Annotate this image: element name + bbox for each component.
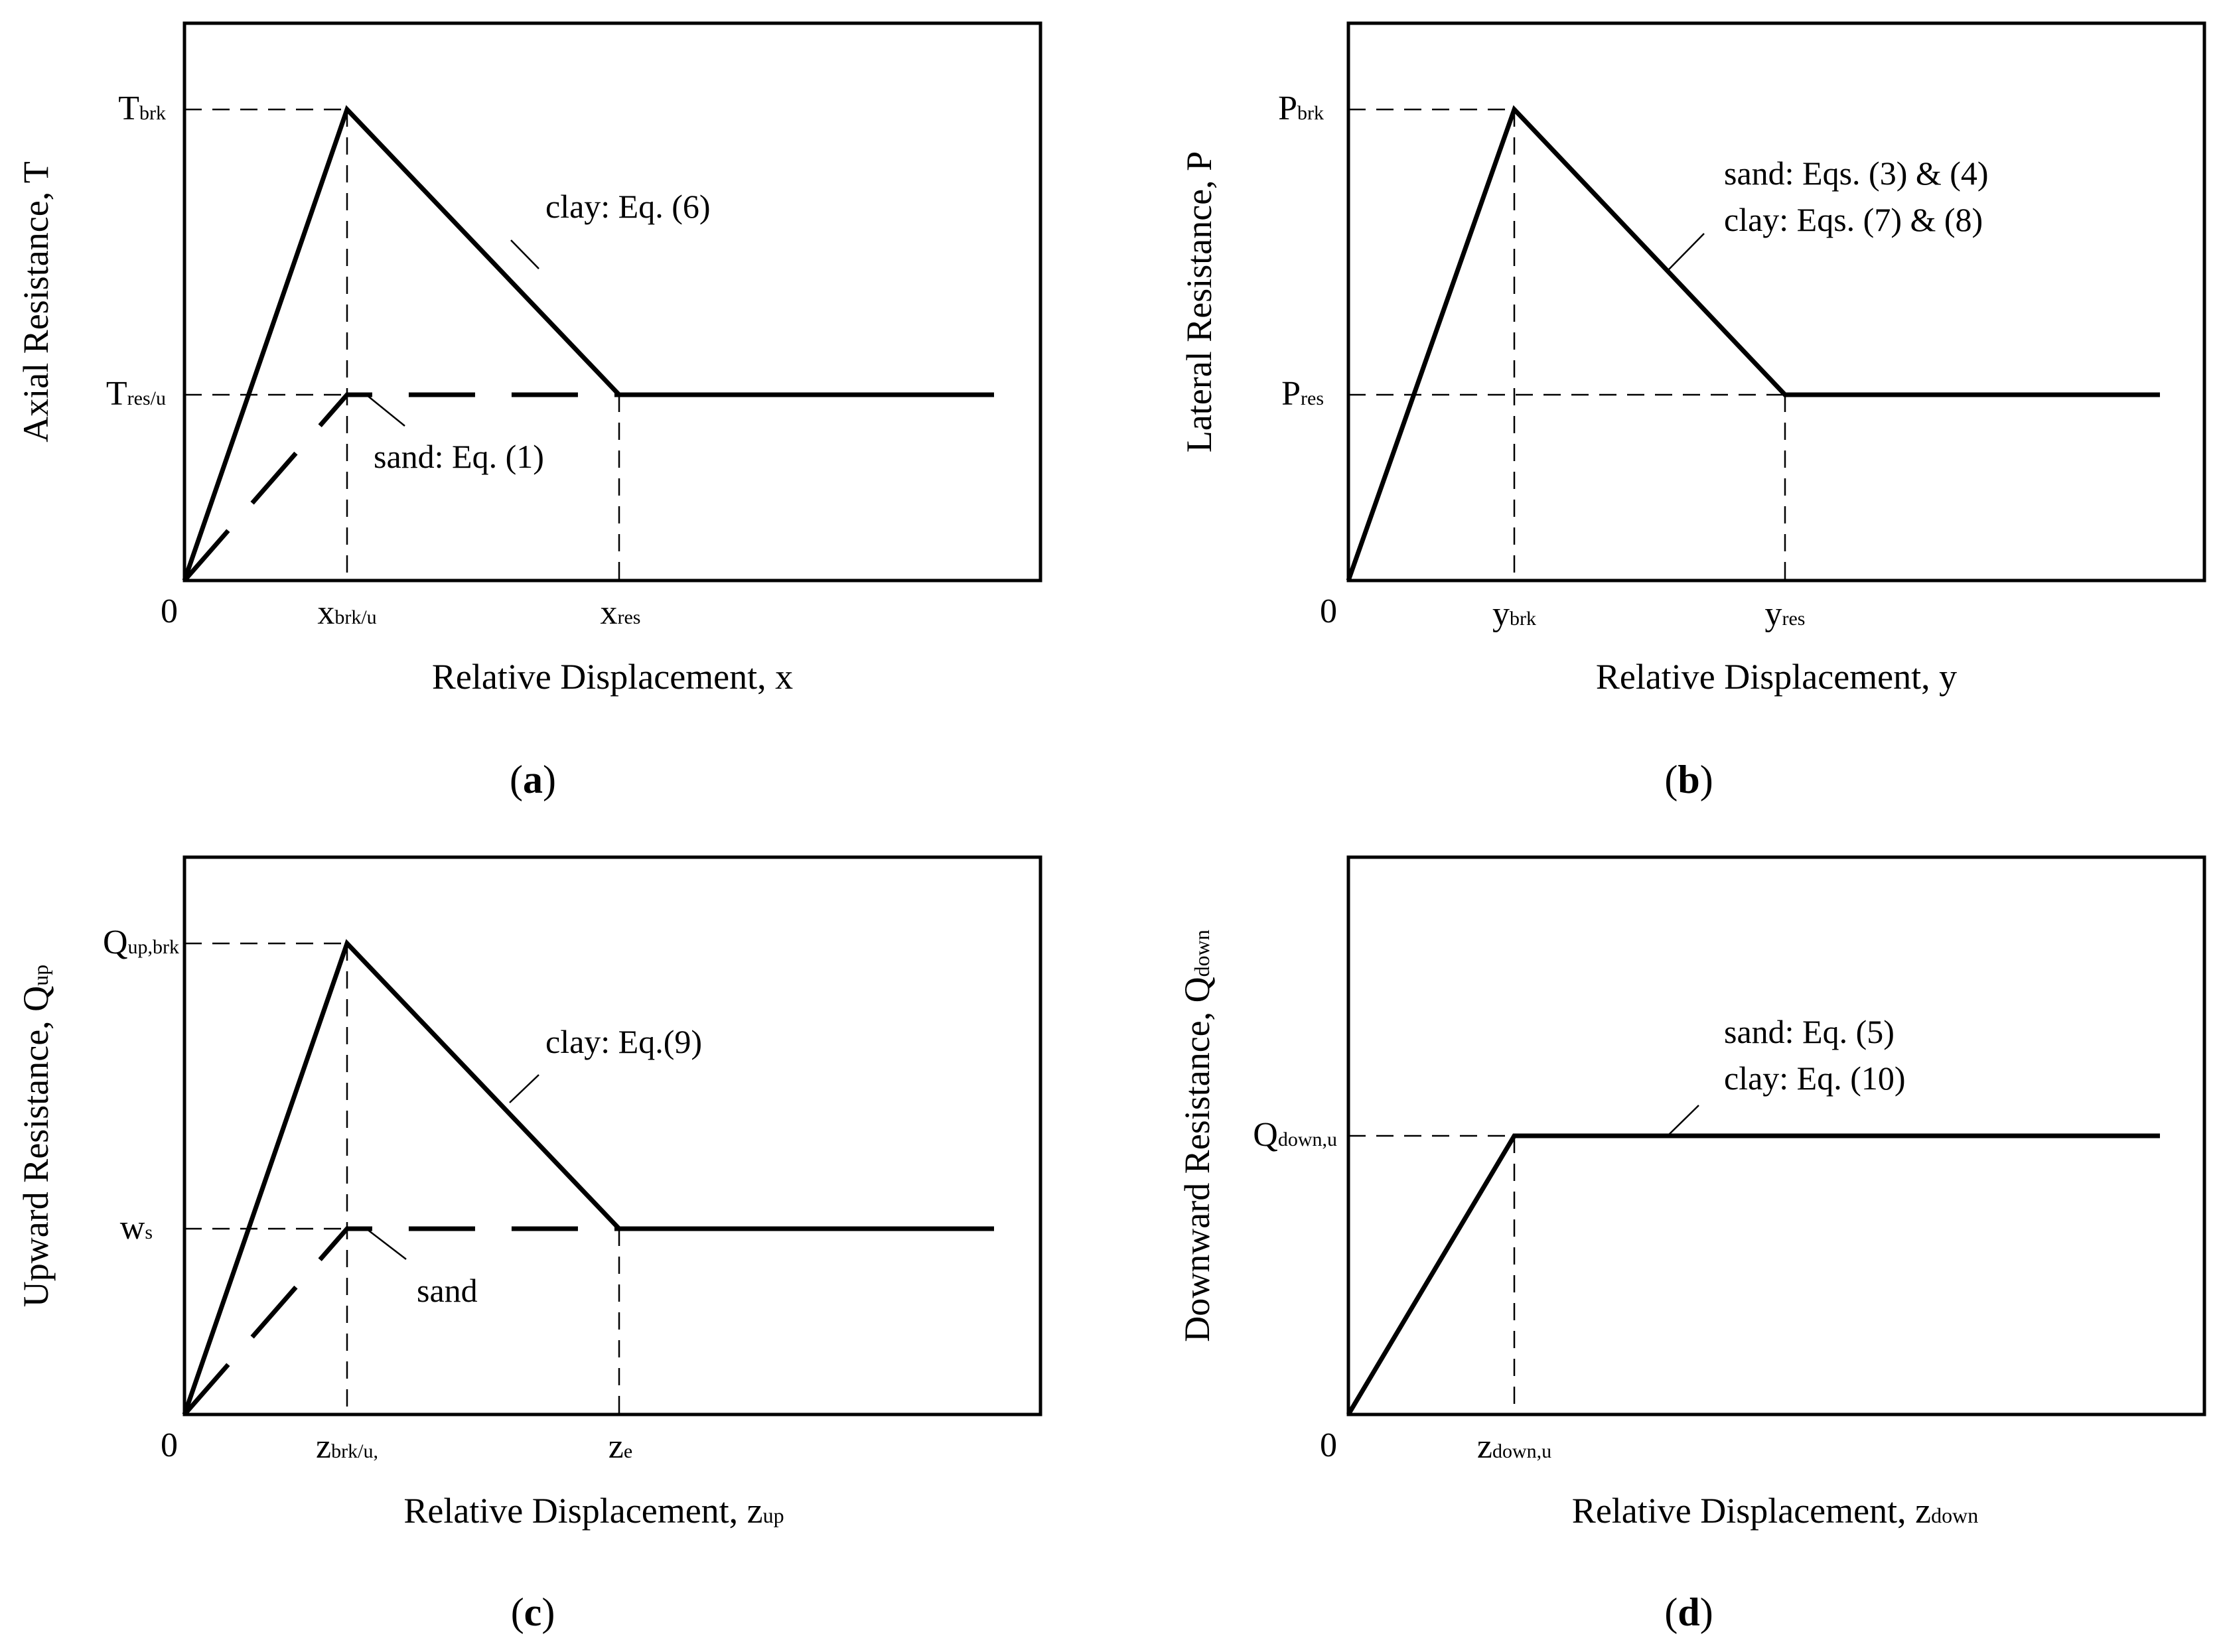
xlabel-d: Relative Displacement, zdown [1572,1491,1978,1531]
annotation-sand-a: sand: Eq. (1) [374,438,544,475]
panel-b: sand: Eqs. (3) & (4) clay: Eqs. (7) & (8… [1179,21,2206,801]
caption-b: (b) [1664,758,1713,801]
xlabel-c: Relative Displacement, zup [403,1491,784,1531]
ytick-upper-a: Tbrk [118,90,166,127]
ylabel-a: Axial Resistance, T [16,161,56,442]
curve-clay-a [182,105,994,582]
leader-clay-a [510,240,539,269]
panel-a: clay: Eq. (6) sand: Eq. (1) Tbrk Tres/u … [16,21,1042,801]
origin-b: 0 [1320,592,1337,630]
ytick-upper-d: Qdown,u [1253,1116,1337,1154]
curve-sand-c [182,1226,619,1416]
caption-a: (a) [510,758,556,801]
ytick-lower-a: Tres/u [106,375,166,413]
xlabel-b: Relative Displacement, y [1596,657,1957,697]
annotation-clay-c: clay: Eq.(9) [545,1023,702,1060]
caption-c: (c) [511,1590,555,1634]
curve-clay-c [182,939,994,1416]
annotation-clay-a: clay: Eq. (6) [545,188,711,225]
annotation-clay-b: clay: Eqs. (7) & (8) [1724,201,1983,238]
xtick-1-a: xbrk/u [317,594,376,632]
ylabel-b: Lateral Resistance, P [1179,151,1219,452]
origin-c: 0 [161,1426,178,1464]
ytick-lower-b: Pres [1281,375,1324,413]
ylabel-c: Upward Resistance, Qup [16,965,56,1307]
annotation-sand-d: sand: Eq. (5) [1724,1013,1895,1050]
plot-frame-b [1346,21,2206,583]
xtick-1-b: ybrk [1492,595,1536,633]
annotation-sand-c: sand [417,1272,478,1309]
curve-d [1346,1133,2160,1416]
leader-clay-c [509,1074,539,1103]
caption-d: (d) [1664,1590,1713,1634]
ytick-upper-c: Qup,brk [103,924,179,961]
origin-a: 0 [161,592,178,630]
panel-d: sand: Eq. (5) clay: Eq. (10) Qdown,u 0 z… [1177,855,2206,1634]
xtick-1-c: zbrk/u, [316,1428,378,1466]
curve-b [1346,105,2160,582]
xtick-1-d: zdown,u [1477,1428,1551,1466]
origin-d: 0 [1320,1426,1337,1464]
panel-c: clay: Eq.(9) sand Qup,brk ws 0 zbrk/u, z… [16,855,1042,1634]
leader-b [1667,233,1705,271]
leader-sand-c [366,1228,407,1260]
plot-frame-c [182,855,1042,1416]
xtick-2-a: xres [601,594,641,632]
ytick-upper-b: Pbrk [1278,90,1324,127]
xlabel-a: Relative Displacement, x [432,657,793,697]
ytick-lower-c: ws [120,1209,153,1247]
curve-sand-a [182,392,619,583]
leader-sand-a [366,394,405,427]
annotation-sand-b: sand: Eqs. (3) & (4) [1724,155,1989,192]
ylabel-d: Downward Resistance, Qdown [1177,929,1217,1342]
xtick-2-b: yres [1765,595,1806,633]
xtick-2-c: ze [608,1428,632,1466]
leader-d [1667,1105,1699,1136]
annotation-clay-d: clay: Eq. (10) [1724,1060,1906,1097]
plot-frame-a [182,21,1042,583]
